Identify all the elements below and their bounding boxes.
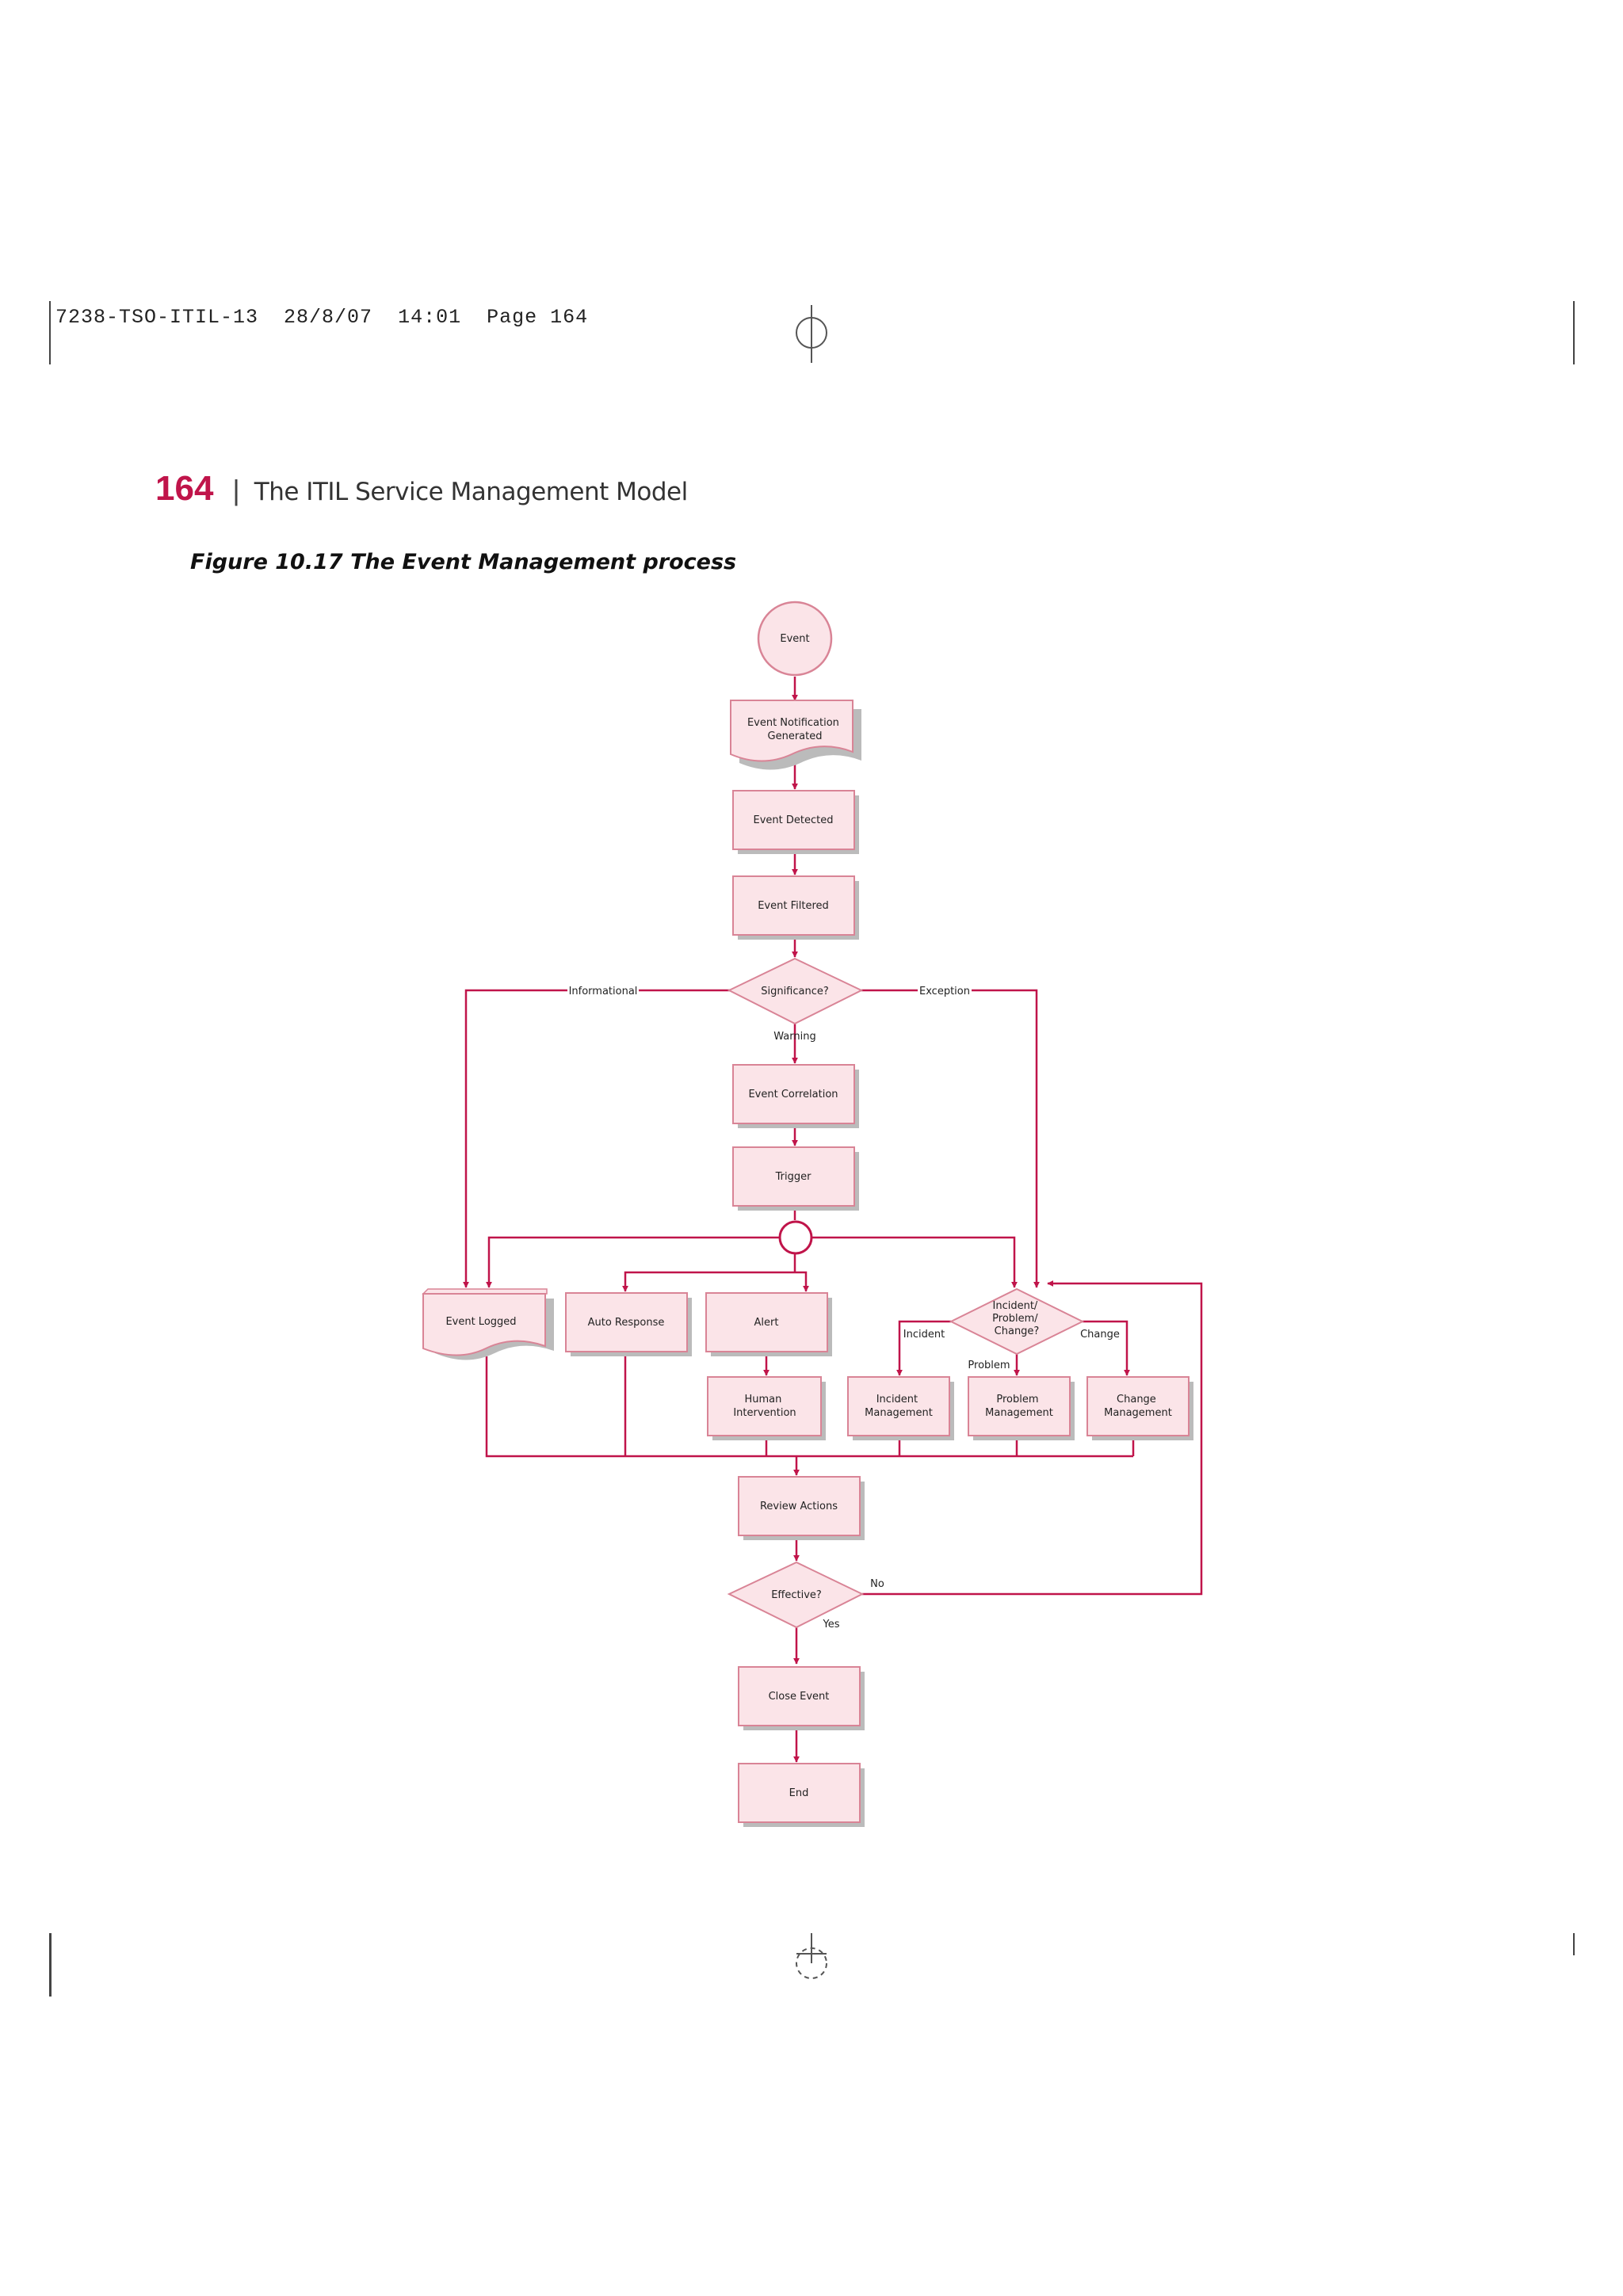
edge-labels: Informational Exception Warning Incident… (567, 982, 1120, 1630)
node-close-label: Close Event (769, 1691, 830, 1703)
crop-mark-top-right (1573, 301, 1575, 364)
node-correlation-label: Event Correlation (748, 1089, 838, 1100)
node-problem-mgmt-line-1: Problem (996, 1394, 1038, 1405)
node-human-line-2: Intervention (733, 1407, 796, 1419)
node-logged-label: Event Logged (445, 1316, 516, 1328)
svg-text:Change Management: Change Management (1104, 1394, 1172, 1419)
node-auto-response-label: Auto Response (588, 1317, 665, 1329)
node-filtered: Event Filtered (732, 875, 859, 940)
edge-effective-no (862, 1280, 1203, 1596)
edge-junction-to-auto-response (622, 1271, 795, 1292)
header-separator: | (232, 474, 240, 506)
running-title: The ITIL Service Management Model (254, 478, 688, 506)
edge-ipc-incident (896, 1320, 951, 1376)
node-effective: Effective? (727, 1561, 865, 1629)
node-event-label: Event (780, 633, 809, 645)
node-significance: Significance? (727, 957, 864, 1025)
node-problem-mgmt: Problem Management (968, 1376, 1075, 1440)
node-ipc: Incident/ Problem/ Change? (949, 1287, 1085, 1356)
page-header: 164 | The ITIL Service Management Model (155, 469, 688, 517)
edge-ipc-change (1083, 1320, 1130, 1376)
node-notification: Event Notification Generated (730, 700, 861, 770)
node-auto-response: Auto Response (565, 1292, 692, 1356)
node-ipc-line-1: Incident/ (993, 1300, 1038, 1312)
node-significance-label: Significance? (761, 986, 829, 997)
node-human: Human Intervention (707, 1376, 826, 1440)
branch-junction (778, 1220, 813, 1255)
svg-text:Incident/ Problem/: Incident/ Problem/ Change? (992, 1300, 1041, 1337)
crop-mark-bottom-right (1573, 1933, 1575, 1955)
node-ipc-line-3: Change? (995, 1325, 1040, 1337)
node-logged: Event Logged (422, 1288, 554, 1360)
node-trigger: Trigger (732, 1146, 859, 1211)
crop-mark-top-left (49, 301, 51, 364)
label-exception: Exception (919, 986, 970, 997)
node-change-mgmt: Change Management (1086, 1376, 1193, 1440)
node-review-label: Review Actions (760, 1501, 838, 1512)
node-detected-label: Event Detected (754, 814, 834, 826)
edge-logged-collector (485, 1356, 1133, 1458)
node-review: Review Actions (738, 1476, 865, 1540)
crop-mark-bottom-left (49, 1933, 52, 1997)
node-event: Event (757, 601, 833, 677)
edge-exception (861, 989, 1040, 1288)
label-change: Change (1080, 1329, 1120, 1341)
node-end: End (738, 1763, 865, 1827)
node-correlation: Event Correlation (732, 1064, 859, 1128)
svg-text:Human Intervention: Human Intervention (733, 1394, 796, 1419)
edge-junction-to-logged (486, 1236, 779, 1288)
node-problem-mgmt-line-2: Management (985, 1407, 1053, 1419)
node-alert-label: Alert (754, 1317, 779, 1329)
edge-junction-to-alert (795, 1271, 809, 1292)
label-informational: Informational (569, 986, 638, 997)
label-incident: Incident (903, 1329, 945, 1341)
label-yes: Yes (823, 1619, 840, 1630)
node-filtered-label: Event Filtered (758, 900, 829, 912)
node-effective-label: Effective? (771, 1589, 822, 1601)
node-human-line-1: Human (744, 1394, 781, 1405)
svg-text:Problem Management: Problem Management (985, 1394, 1053, 1419)
node-notification-line-1: Event Notification (747, 717, 839, 729)
node-incident-mgmt-line-1: Incident (876, 1394, 918, 1405)
edge-informational (463, 989, 731, 1288)
label-problem: Problem (968, 1360, 1010, 1371)
node-close: Close Event (738, 1666, 865, 1730)
label-warning: Warning (773, 1031, 815, 1043)
node-incident-mgmt: Incident Management (847, 1376, 954, 1440)
print-slug: 7238-TSO-ITIL-13 28/8/07 14:01 Page 164 (55, 306, 589, 329)
node-change-mgmt-line-2: Management (1104, 1407, 1172, 1419)
svg-text:Event Notification Gener: Event Notification Generated (747, 717, 842, 742)
node-trigger-label: Trigger (775, 1171, 812, 1183)
node-ipc-line-2: Problem/ (992, 1313, 1038, 1325)
svg-text:Incident Management: Incident Management (865, 1394, 933, 1419)
edge-junction-to-ipc (812, 1236, 1018, 1288)
node-alert: Alert (705, 1292, 832, 1356)
node-incident-mgmt-line-2: Management (865, 1407, 933, 1419)
page-number: 164 (155, 469, 214, 508)
node-end-label: End (789, 1787, 809, 1799)
figure-caption: Figure 10.17 The Event Management proces… (190, 550, 737, 574)
node-detected: Event Detected (732, 790, 859, 854)
node-notification-line-2: Generated (768, 730, 823, 742)
node-change-mgmt-line-1: Change (1117, 1394, 1156, 1405)
label-no: No (870, 1578, 884, 1590)
